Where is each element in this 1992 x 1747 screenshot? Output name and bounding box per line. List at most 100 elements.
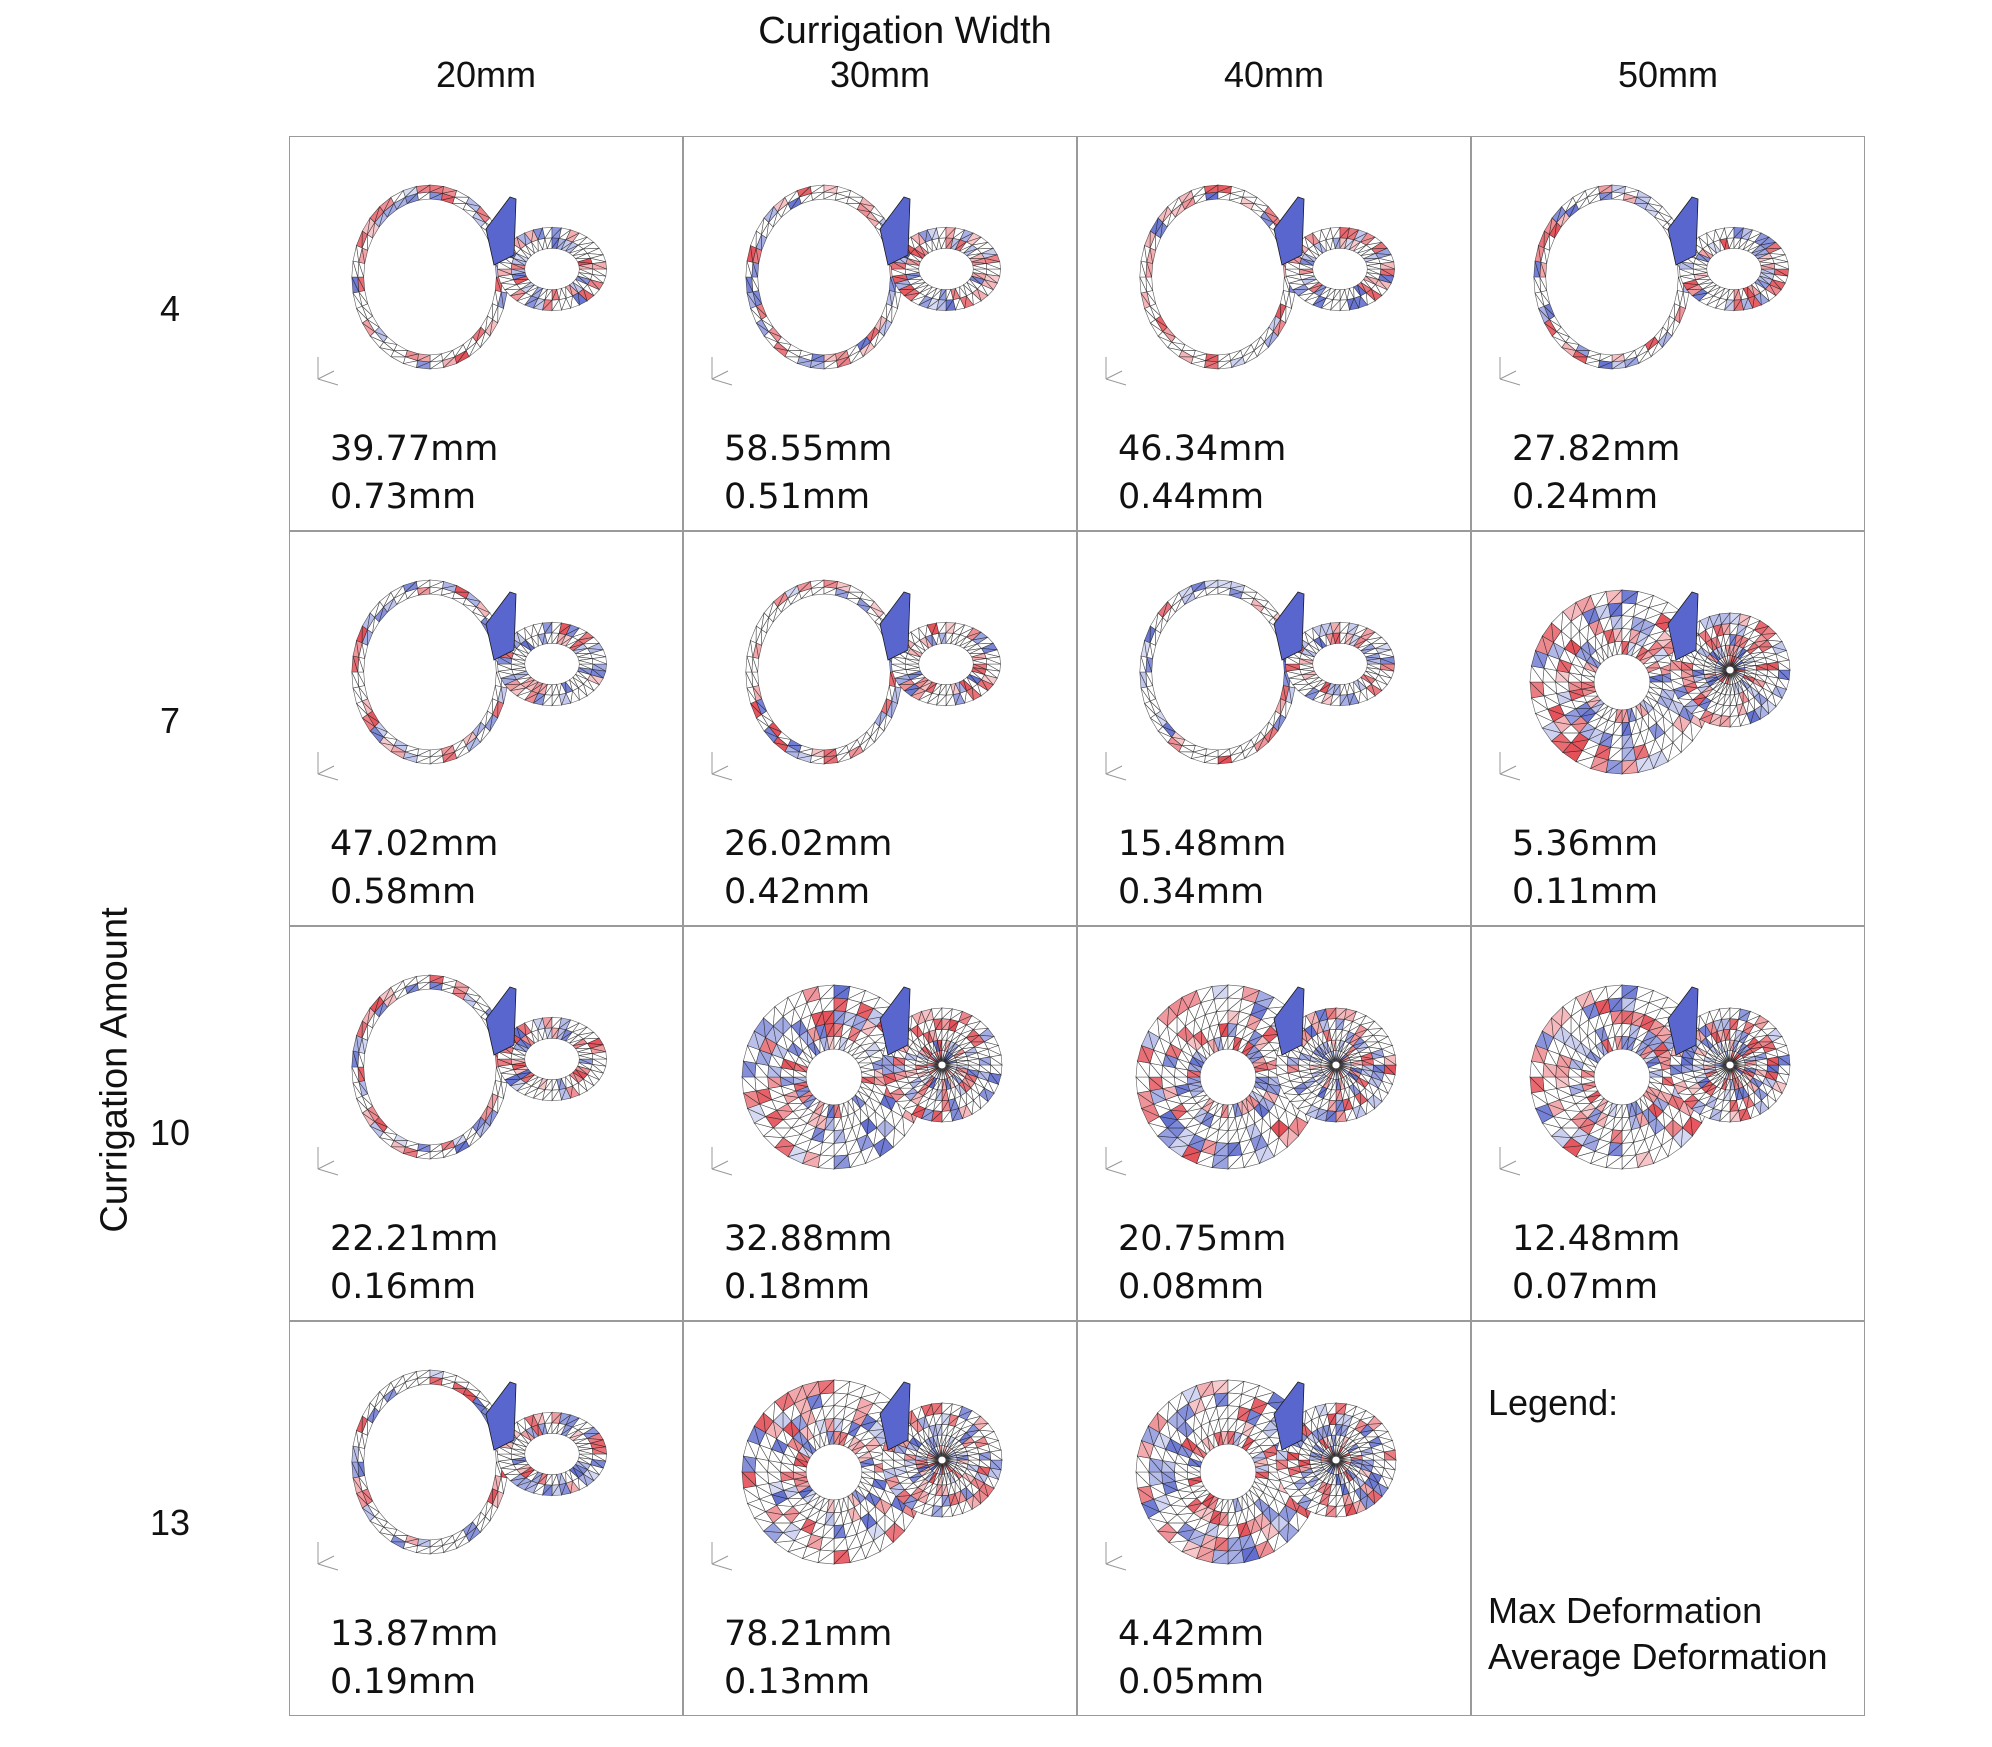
column-axis-title: Currigation Width [758, 10, 1052, 52]
result-cell: 39.77mm 0.73mm [289, 136, 683, 531]
max-deformation-value: 39.77mm [330, 429, 499, 469]
mesh-facet [891, 700, 898, 719]
mesh-facet [1733, 1063, 1746, 1066]
row-label-13: 13 [149, 1502, 191, 1543]
mesh-facet [989, 1056, 1003, 1066]
mesh-facet [356, 1020, 363, 1039]
average-deformation-value: 0.11mm [1512, 872, 1659, 912]
average-deformation-value: 0.58mm [330, 872, 477, 912]
mesh-fold [485, 986, 517, 1056]
mesh-facet [1383, 1056, 1397, 1066]
max-deformation-value: 58.55mm [724, 429, 893, 469]
mesh-facet [497, 700, 504, 719]
axis-triad-icon [711, 357, 733, 386]
mesh-facet [1755, 665, 1768, 671]
mesh-facet [1777, 661, 1791, 671]
mesh-facet [1372, 1058, 1385, 1066]
mesh-facet [578, 265, 593, 270]
mesh-fold [485, 196, 517, 266]
deformation-mesh [1135, 984, 1397, 1170]
deformation-mesh [351, 974, 607, 1160]
mesh-facet [591, 1053, 607, 1060]
result-cell: 47.02mm 0.58mm [289, 531, 683, 926]
max-deformation-value: 47.02mm [330, 824, 499, 864]
axis-triad-icon [1499, 357, 1521, 386]
mesh-facet [1649, 676, 1663, 683]
result-cell: 27.82mm 0.24mm [1471, 136, 1865, 531]
mesh-facet [985, 658, 1001, 665]
deformation-mesh [351, 184, 607, 370]
row-label-10: 10 [149, 1112, 191, 1153]
average-deformation-value: 0.18mm [724, 1267, 871, 1307]
mesh-facet [750, 230, 757, 249]
max-deformation-value: 26.02mm [724, 824, 893, 864]
max-deformation-value: 15.48mm [1118, 824, 1287, 864]
average-deformation-value: 0.42mm [724, 872, 871, 912]
average-deformation-value: 0.44mm [1118, 477, 1265, 517]
mesh-facet [1144, 625, 1151, 644]
axis-triad-icon [317, 357, 339, 386]
row-label-4: 4 [159, 288, 181, 329]
mesh-facet [1679, 305, 1686, 324]
axis-triad-icon [317, 1147, 339, 1176]
axis-triad-icon [1105, 357, 1127, 386]
mesh-facet [497, 1095, 504, 1114]
max-deformation-value: 22.21mm [330, 1219, 499, 1259]
mesh-facet [1733, 668, 1746, 671]
result-cell: 46.34mm 0.44mm [1077, 136, 1471, 531]
mesh-facet [1366, 265, 1381, 270]
axis-triad-icon [1105, 752, 1127, 781]
mesh-facet [1766, 663, 1779, 671]
mesh-facet [1361, 1060, 1374, 1066]
max-deformation-value: 27.82mm [1512, 429, 1681, 469]
average-deformation-value: 0.16mm [330, 1267, 477, 1307]
result-cell: 26.02mm 0.42mm [683, 531, 1077, 926]
max-deformation-value: 5.36mm [1512, 824, 1659, 864]
mesh-facet [956, 1062, 969, 1066]
mesh-facet [784, 751, 800, 759]
mesh-facet [356, 230, 363, 249]
mesh-facet [972, 265, 987, 270]
mesh-facet [1649, 1071, 1663, 1078]
mesh-facet [390, 751, 406, 759]
mesh-facet [891, 305, 898, 324]
mesh-facet [972, 660, 987, 665]
mesh-facet [1350, 1062, 1363, 1066]
mesh-facet [967, 1060, 980, 1066]
mesh-facet [848, 585, 864, 593]
mesh-facet [578, 660, 593, 665]
average-deformation-value: 0.73mm [330, 477, 477, 517]
mesh-facet [1144, 230, 1151, 249]
mesh-facet [497, 305, 504, 324]
mesh-facet [1773, 263, 1789, 270]
mesh-facet [1285, 305, 1292, 324]
mesh-facet [1339, 1063, 1352, 1066]
deformation-mesh [1533, 184, 1789, 370]
mesh-fold [879, 591, 911, 661]
mesh-facet [1178, 751, 1194, 759]
mesh-fold [1273, 591, 1305, 661]
mesh-facet [356, 625, 363, 644]
deformation-mesh [1529, 589, 1791, 775]
mesh-facet [1178, 356, 1194, 364]
axis-triad-icon [711, 1147, 733, 1176]
mesh-fold [485, 591, 517, 661]
mesh-facet [848, 190, 864, 198]
mesh-facet [784, 356, 800, 364]
mesh-facet [1366, 660, 1381, 665]
mesh-facet [1242, 585, 1258, 593]
result-cell: 22.21mm 0.16mm [289, 926, 683, 1321]
mesh-facet [578, 1055, 593, 1060]
mesh-facet [978, 1058, 991, 1066]
average-deformation-value: 0.24mm [1512, 477, 1659, 517]
max-deformation-value: 46.34mm [1118, 429, 1287, 469]
mesh-facet [454, 190, 470, 198]
mesh-facet [390, 356, 406, 364]
mesh-fold [879, 196, 911, 266]
mesh-facet [390, 1146, 406, 1154]
result-cell: 5.36mm 0.11mm [1471, 531, 1865, 926]
